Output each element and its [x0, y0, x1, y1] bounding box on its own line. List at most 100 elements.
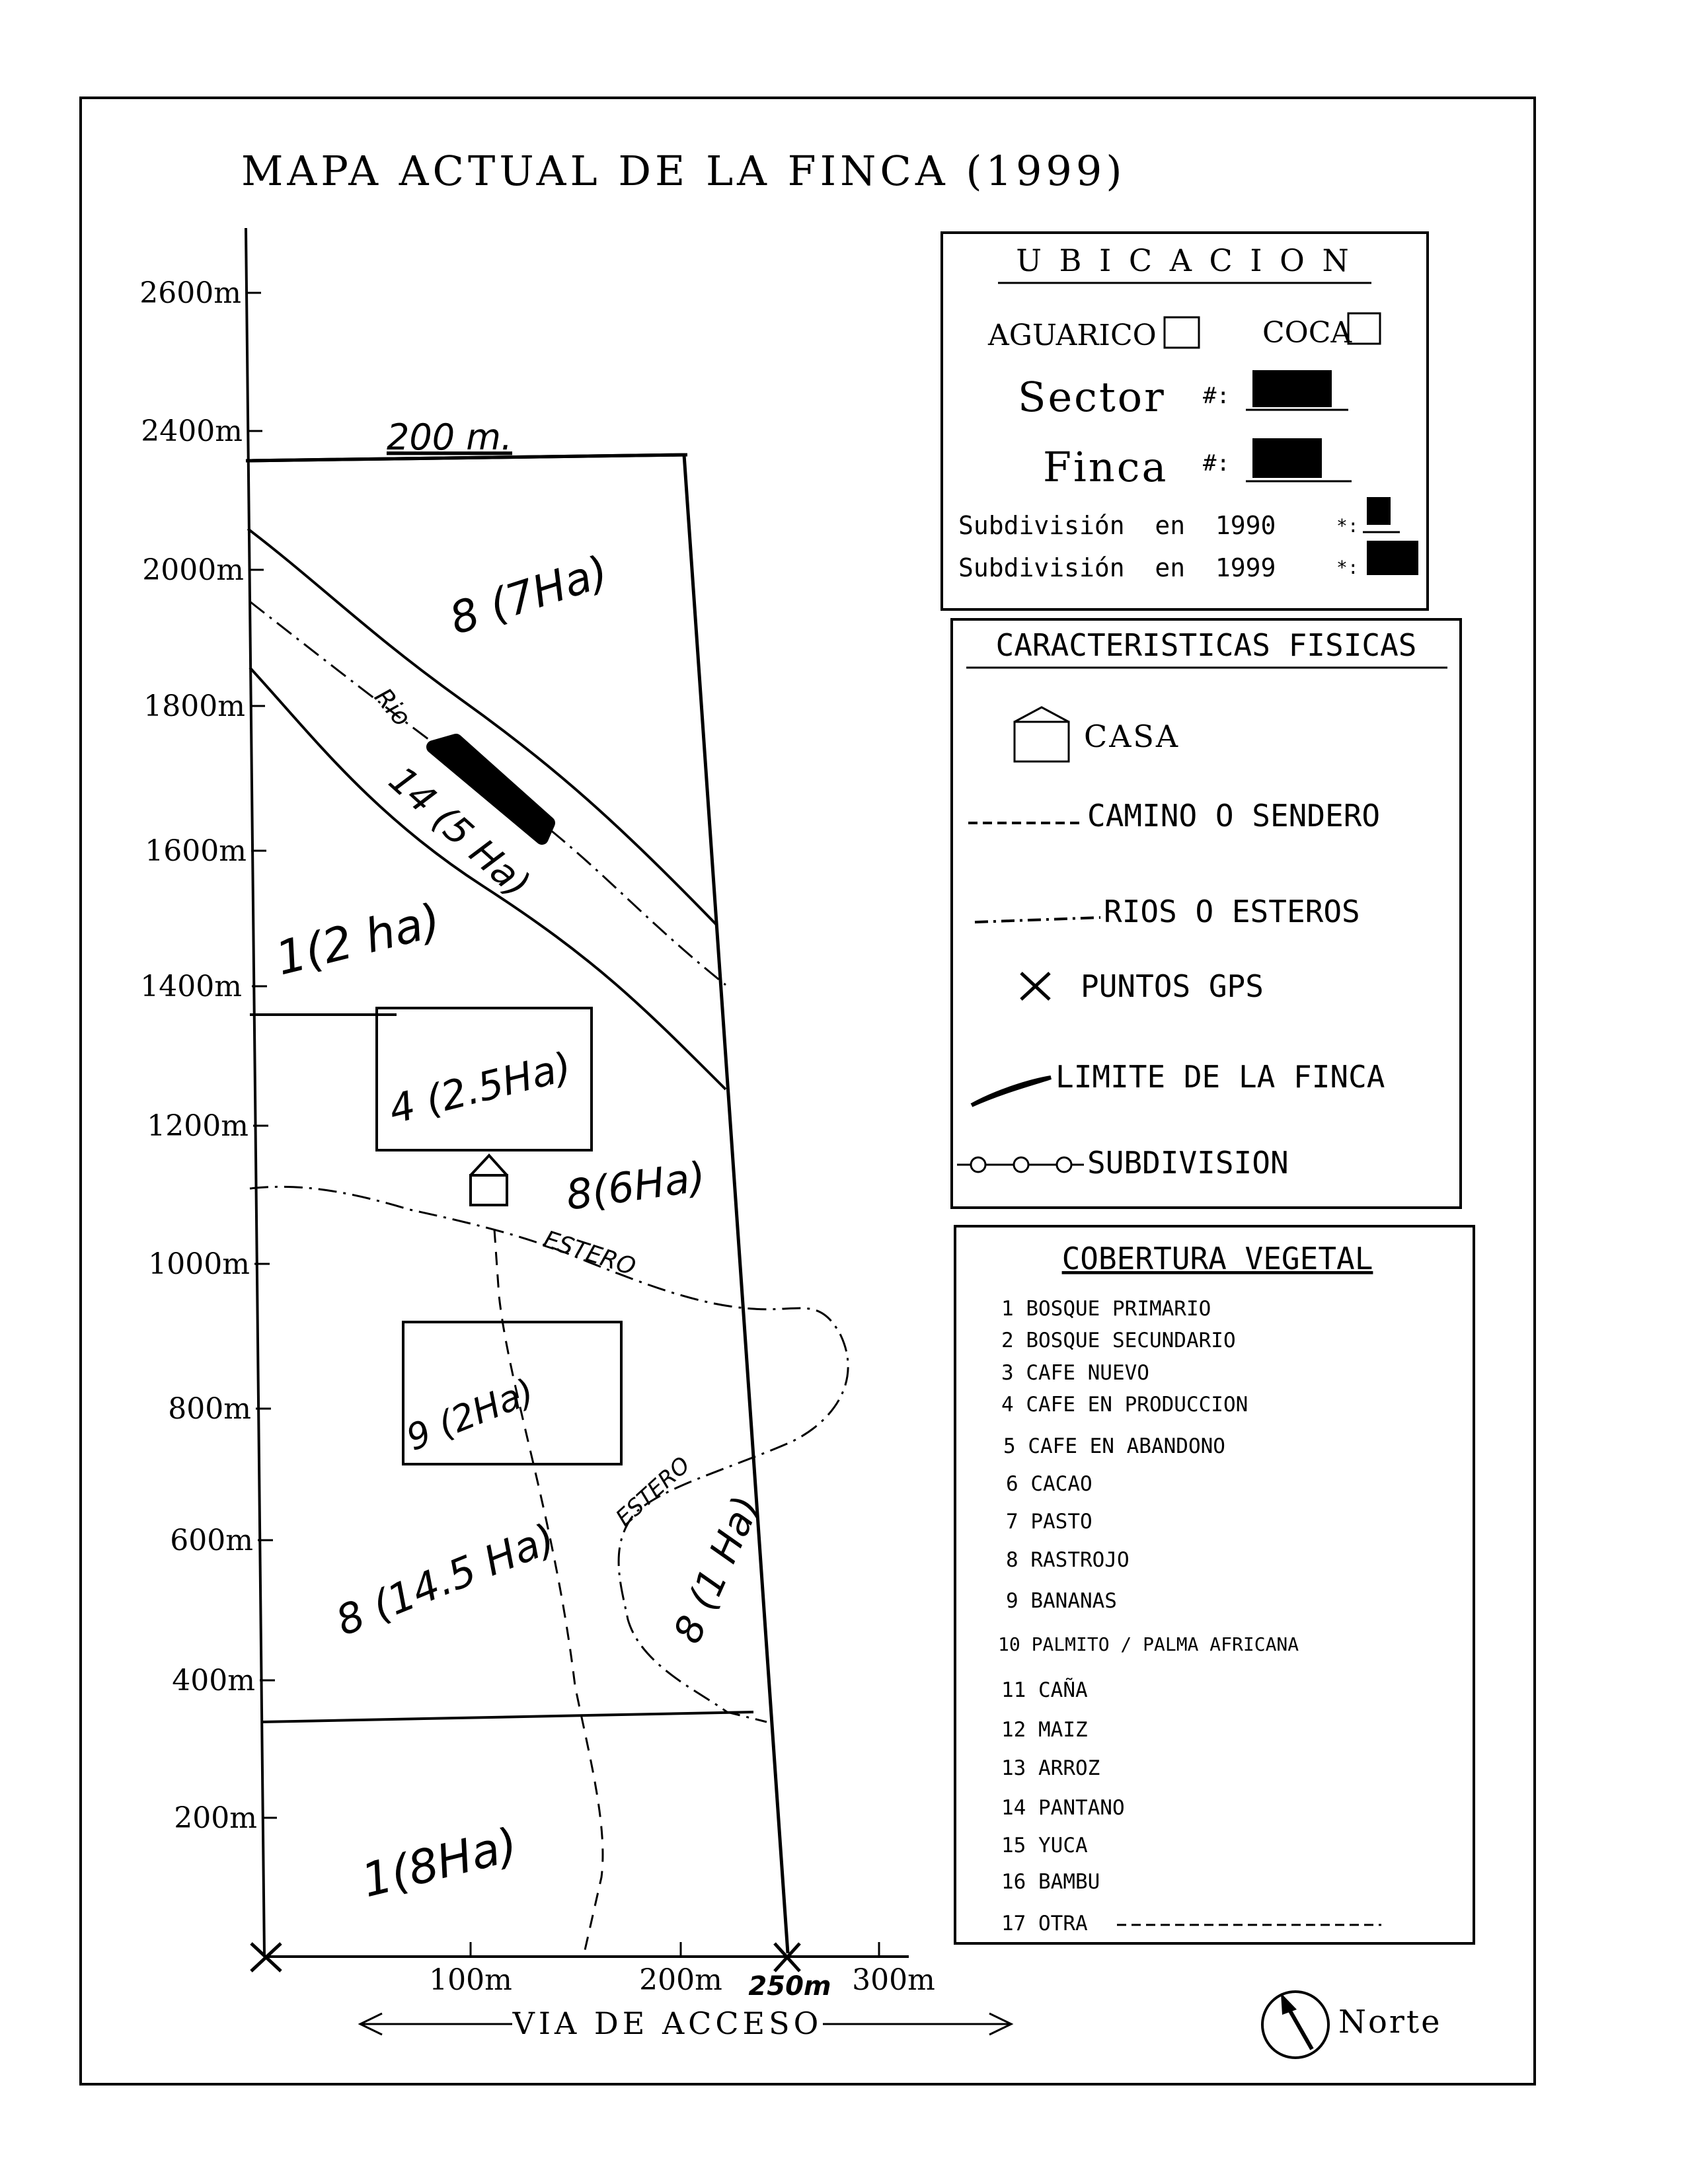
y-tick-1600: 1600m [145, 834, 247, 868]
access-road-label: VIA DE ACCESO [512, 2006, 823, 2041]
sector-redaction [1252, 370, 1332, 407]
x-axis-ticks [469, 1942, 880, 1957]
caracteristicas-title: CARACTERISTICAS FISICAS [996, 627, 1417, 663]
cobertura-item-9: 9 BANANAS [1006, 1589, 1117, 1613]
north-arrow-icon [1261, 1990, 1330, 2059]
swamp-band-upper-edge [247, 527, 718, 927]
parcel-label-4-2.5ha: 4 (2.5Ha) [385, 1044, 576, 1134]
cobertura-item-14: 14 PANTANO [1001, 1796, 1125, 1820]
cobertura-item-7: 7 PASTO [1006, 1510, 1093, 1534]
sector-label: Sector [1018, 373, 1166, 421]
x-mark-icon [1020, 972, 1051, 1001]
cobertura-item-17: 17 OTRA [1001, 1912, 1088, 1935]
finca-hash: #: [1203, 450, 1230, 477]
cobertura-item-8: 8 RASTROJO [1006, 1548, 1130, 1572]
sector-hash: #: [1203, 383, 1230, 409]
y-tick-2000: 2000m [142, 553, 244, 587]
subdivision-line [261, 1711, 754, 1723]
dark-swamp-patch [426, 734, 555, 845]
y-tick-600: 600m [170, 1524, 253, 1557]
stream-label-lower: ESTERO [611, 1452, 695, 1532]
legend-subdivision-label: SUBDIVISION [1087, 1145, 1289, 1181]
trail-line [493, 1229, 604, 1951]
house-icon [1013, 706, 1070, 763]
coca-label: COCA [1262, 316, 1352, 350]
coca-checkbox[interactable] [1347, 312, 1381, 345]
parcel-label-1-8ha: 1(8Ha) [356, 1817, 523, 1908]
y-tick-800: 800m [168, 1392, 251, 1426]
river-label: Rio [369, 683, 416, 732]
subdivision-1999-redaction [1367, 541, 1418, 575]
cobertura-item-13: 13 ARROZ [1001, 1756, 1100, 1780]
subdivision-1999-hash: *: [1336, 557, 1359, 578]
y-tick-2600: 2600m [139, 276, 241, 310]
stream-label-upper: ESTERO [540, 1226, 638, 1281]
y-tick-200: 200m [174, 1801, 257, 1835]
finca-redaction [1252, 438, 1322, 478]
parcel-label-1-2ha: 1(2 ha) [270, 893, 446, 986]
y-tick-1200: 1200m [147, 1109, 249, 1143]
parcel-label-9-2ha: 9 (2Ha) [401, 1370, 540, 1459]
parcel-label-14-5ha: 14 (5 Ha) [381, 758, 539, 906]
cobertura-title: COBERTURA VEGETAL [1062, 1241, 1373, 1276]
cobertura-item-15: 15 YUCA [1001, 1834, 1088, 1857]
parcel-box-9 [402, 1321, 623, 1465]
x-tick-100: 100m [429, 1963, 512, 1997]
farm-boundary [247, 453, 790, 1954]
parcel-label-8-14.5ha: 8 (14.5 Ha) [329, 1514, 562, 1645]
parcel-label-8-7ha: 8 (7Ha) [443, 546, 614, 644]
north-label: Norte [1338, 2004, 1442, 2041]
house-icon [469, 1153, 508, 1206]
cobertura-item-10: 10 PALMITO / PALMA AFRICANA [998, 1633, 1299, 1655]
gps-point-marker [773, 1942, 801, 1972]
aguarico-checkbox[interactable] [1163, 316, 1200, 349]
y-tick-1800: 1800m [143, 689, 245, 723]
parcel-label-8-6ha: 8(6Ha) [563, 1152, 709, 1220]
cobertura-item-11: 11 CAÑA [1001, 1678, 1088, 1702]
cobertura-item-5: 5 CAFE EN ABANDONO [1003, 1434, 1225, 1458]
legend-limite-label: LIMITE DE LA FINCA [1055, 1059, 1385, 1095]
ubicacion-title: U B I C A C I O N [1016, 243, 1352, 278]
parcel-box-4 [375, 1007, 593, 1151]
top-width-line [245, 453, 688, 463]
parcel-label-8-1ha: 8 (1 Ha) [665, 1489, 769, 1649]
y-axis [245, 227, 266, 1957]
cobertura-item-1: 1 BOSQUE PRIMARIO [1001, 1297, 1211, 1321]
aguarico-label: AGUARICO [987, 319, 1157, 352]
x-tick-300: 300m [852, 1963, 935, 1997]
cobertura-box [954, 1225, 1475, 1945]
finca-label: Finca [1043, 443, 1168, 491]
legend-camino-label: CAMINO O SENDERO [1087, 798, 1380, 834]
y-tick-2400: 2400m [141, 414, 243, 448]
y-tick-1000: 1000m [148, 1247, 250, 1281]
cobertura-item-4: 4 CAFE EN PRODUCCION [1001, 1393, 1248, 1417]
y-tick-400: 400m [172, 1664, 255, 1697]
legend-rios-label: RIOS O ESTEROS [1104, 894, 1360, 929]
cobertura-item-12: 12 MAIZ [1001, 1718, 1088, 1742]
subdivision-1990-label: Subdivisión en 1990 [958, 511, 1276, 540]
caracteristicas-box [950, 618, 1462, 1209]
legend-casa-label: CASA [1084, 719, 1180, 754]
subdivision-1990-hash: *: [1336, 515, 1359, 537]
gps-point-marker [250, 1942, 282, 1972]
cobertura-item-3: 3 CAFE NUEVO [1001, 1361, 1149, 1385]
subdivision-1990-redaction [1367, 497, 1391, 525]
ubicacion-box [940, 231, 1429, 611]
subdivision-1999-label: Subdivisión en 1999 [958, 553, 1276, 582]
solid-curve-icon [970, 1075, 1052, 1107]
x-tick-250: 250m [748, 1971, 831, 2002]
access-road-arrow [358, 2012, 1014, 2036]
cobertura-item-2: 2 BOSQUE SECUNDARIO [1001, 1329, 1236, 1352]
dash-dot-line-icon [974, 916, 1101, 923]
swamp-band-lower-edge [249, 666, 727, 1091]
top-width-label: 200 m. [387, 416, 512, 458]
y-axis-labels: 2600m 2400m 2000m 1800m 1600m 1400m 1200… [139, 276, 257, 1835]
y-axis-ticks [246, 292, 277, 1819]
legend-gps-label: PUNTOS GPS [1081, 968, 1264, 1004]
x-tick-200: 200m [639, 1963, 722, 1997]
cobertura-item-16: 16 BAMBU [1001, 1870, 1100, 1894]
stream-line [249, 1185, 849, 1723]
circle-chain-icon [957, 1156, 1084, 1173]
page-frame [79, 97, 1536, 2086]
